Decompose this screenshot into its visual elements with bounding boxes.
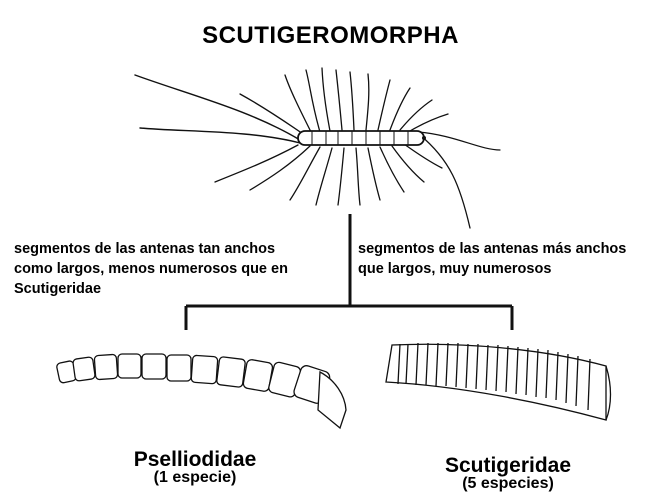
right-description-line: que largos, muy numerosos <box>358 259 661 279</box>
family-name: Scutigeridae <box>418 456 598 476</box>
family-name: Pselliodidae <box>100 450 290 470</box>
scutigeridae-antenna-drawing <box>386 343 611 420</box>
left-description-line: como largos, menos numerosos que en <box>14 259 344 279</box>
left-description-line: Scutigeridae <box>14 279 344 299</box>
species-count: (5 especies) <box>418 476 598 492</box>
centipede-illustration <box>135 68 500 228</box>
left-branch-description: segmentos de las antenas tan anchos como… <box>6 233 344 295</box>
left-description-line: segmentos de las antenas tan anchos <box>14 239 344 259</box>
right-branch-description: segmentos de las antenas más anchos que … <box>352 233 661 295</box>
diagram-title: SCUTIGEROMORPHA <box>0 22 661 50</box>
species-count: (1 especie) <box>100 470 290 486</box>
pselliodidae-antenna-drawing <box>56 354 346 428</box>
pselliodidae-label: Pselliodidae (1 especie) <box>100 450 290 486</box>
scutigeridae-label: Scutigeridae (5 especies) <box>418 456 598 492</box>
right-description-line: segmentos de las antenas más anchos <box>358 239 661 259</box>
